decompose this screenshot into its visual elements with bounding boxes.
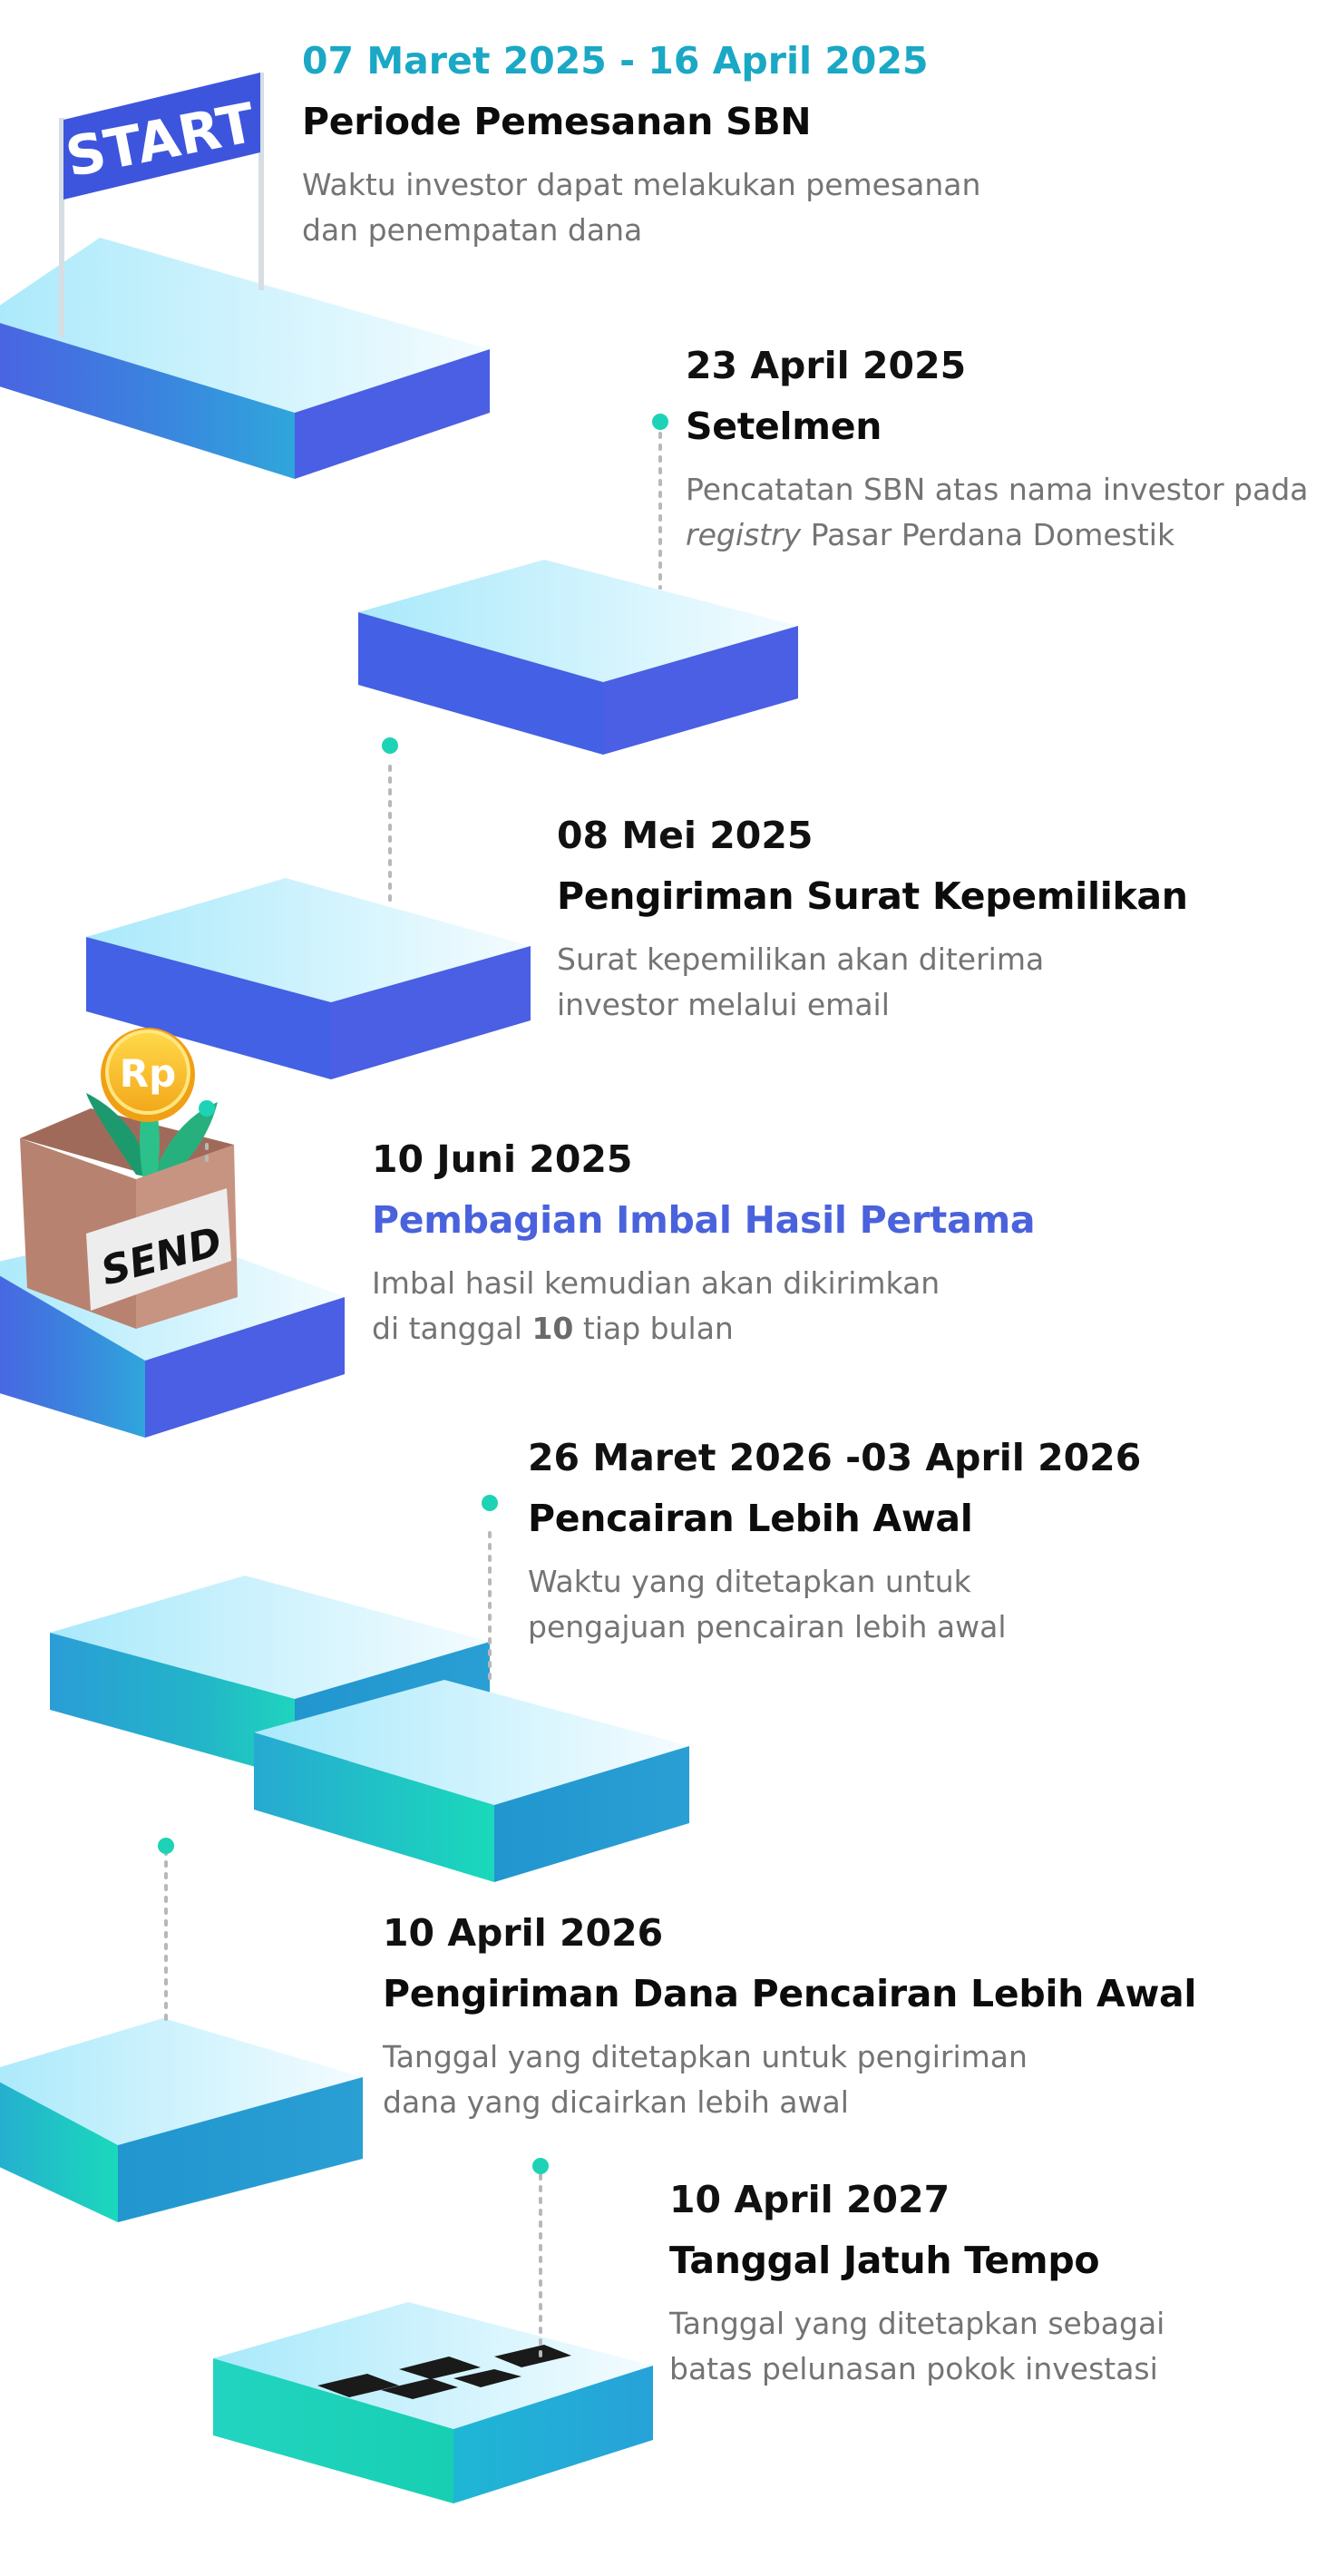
desc-line: Waktu investor dapat melakukan pemesanan: [302, 166, 981, 202]
desc-line: Waktu yang ditetapkan untuk: [528, 1563, 971, 1599]
timeline-dot: [199, 1100, 215, 1117]
desc-line: tiap bulan: [573, 1310, 734, 1346]
desc-line: dana yang dicairkan lebih awal: [383, 2083, 849, 2120]
timeline-step-6: 10 April 2026 Pengiriman Dana Pencairan …: [383, 1910, 1196, 2125]
desc-line: Tanggal yang ditetapkan sebagai: [669, 2305, 1165, 2341]
desc-line: batas pelunasan pokok investasi: [669, 2350, 1158, 2386]
step-description: Waktu investor dapat melakukan pemesanan…: [302, 162, 980, 253]
step-date: 10 April 2027: [669, 2178, 950, 2221]
step-title: Pengiriman Surat Kepemilikan: [557, 874, 1188, 919]
step-title: Pengiriman Dana Pencairan Lebih Awal: [383, 1972, 1197, 2016]
platform-block-7: [0, 2018, 363, 2222]
timeline-step-5: 26 Maret 2026 -03 April 2026 Pencairan L…: [528, 1435, 1141, 1650]
step-description: Imbal hasil kemudian akan dikirimkan di …: [372, 1261, 1035, 1351]
step-title: Pencairan Lebih Awal: [528, 1497, 973, 1541]
step-description: Tanggal yang ditetapkan sebagai batas pe…: [669, 2301, 1164, 2392]
timeline-dot: [382, 737, 398, 754]
platform-block-8: [213, 2302, 653, 2503]
desc-line: dan penempatan dana: [302, 211, 643, 248]
timeline-connectors: [164, 432, 662, 2360]
step-description: Waktu yang ditetapkan untuk pengajuan pe…: [528, 1559, 1141, 1650]
step-title: Periode Pemesanan SBN: [302, 100, 812, 144]
step-title: Pembagian Imbal Hasil Pertama: [372, 1198, 1036, 1243]
step-description: Surat kepemilikan akan diterima investor…: [557, 937, 1188, 1028]
desc-line: Imbal hasil kemudian akan dikirimkan: [372, 1264, 940, 1301]
timeline-dot: [158, 1838, 174, 1854]
timeline-step-2: 23 April 2025 Setelmen Pencatatan SBN at…: [686, 343, 1309, 558]
desc-line: investor melalui email: [557, 986, 890, 1022]
timeline-dot: [482, 1495, 498, 1511]
step-description: Pencatatan SBN atas nama investor pada r…: [686, 467, 1309, 558]
step-title: Setelmen: [686, 405, 882, 449]
step-date: 23 April 2025: [686, 344, 967, 387]
step-date: 26 Maret 2026 -03 April 2026: [528, 1436, 1142, 1479]
desc-line: Pasar Perdana Domestik: [801, 516, 1175, 552]
money-box-icon: SEND: [20, 1084, 238, 1329]
step-description: Tanggal yang ditetapkan untuk pengiriman…: [383, 2034, 1196, 2125]
timeline-step-7: 10 April 2027 Tanggal Jatuh Tempo Tangga…: [669, 2177, 1164, 2392]
platform-block-3: [86, 878, 531, 1079]
desc-line: di tanggal: [372, 1310, 532, 1346]
timeline-step-1: 07 Maret 2025 - 16 April 2025 Periode Pe…: [302, 38, 980, 253]
platform-block-6: [254, 1680, 689, 1882]
desc-line: Tanggal yang ditetapkan untuk pengiriman: [383, 2038, 1028, 2074]
step-date: 07 Maret 2025 - 16 April 2025: [302, 39, 929, 83]
timeline-step-4: 10 Juni 2025 Pembagian Imbal Hasil Perta…: [372, 1137, 1036, 1351]
desc-line: Pencatatan SBN atas nama investor pada: [686, 471, 1309, 507]
checkered-finish-icon: [317, 2345, 571, 2399]
desc-line: pengajuan pencairan lebih awal: [528, 1608, 1007, 1644]
coin-text: Rp: [120, 1051, 176, 1096]
platform-block-2: [358, 560, 798, 755]
timeline-step-3: 08 Mei 2025 Pengiriman Surat Kepemilikan…: [557, 813, 1188, 1028]
timeline-dot: [652, 414, 668, 430]
timeline-dot: [532, 2158, 549, 2174]
desc-line: Surat kepemilikan akan diterima: [557, 941, 1045, 977]
platform-block-1: [0, 238, 490, 479]
desc-bold: 10: [531, 1310, 574, 1346]
step-title: Tanggal Jatuh Tempo: [669, 2239, 1100, 2283]
step-date: 08 Mei 2025: [557, 814, 814, 857]
coin-icon: Rp: [101, 1028, 195, 1122]
timeline-dots: [158, 414, 668, 2174]
desc-italic: registry: [686, 516, 802, 552]
step-date: 10 Juni 2025: [372, 1137, 633, 1181]
step-date: 10 April 2026: [383, 1911, 664, 1955]
